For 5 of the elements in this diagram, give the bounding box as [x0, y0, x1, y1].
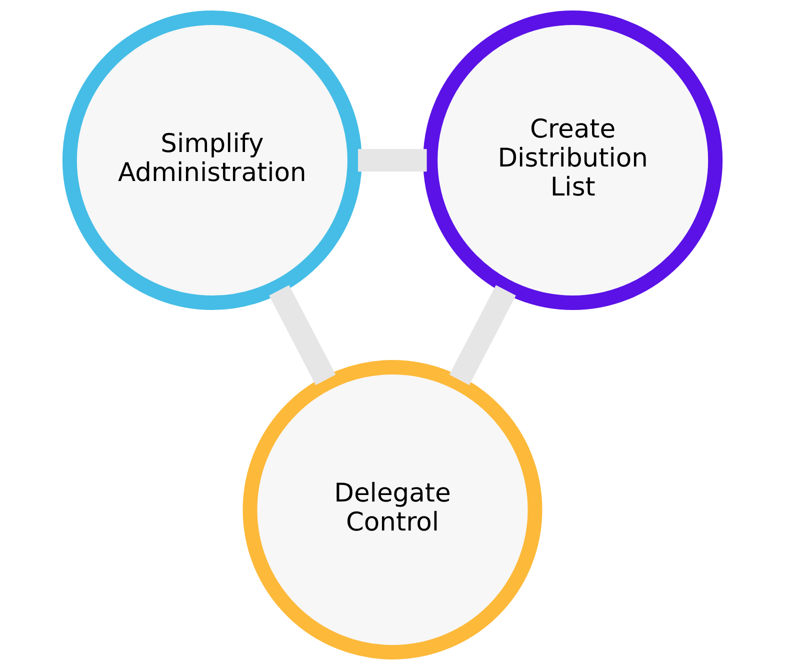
node-circle: Simplify Administration: [62, 10, 362, 310]
node-circle: Delegate Control: [242, 360, 542, 660]
connector: [269, 285, 336, 386]
connector: [449, 285, 516, 386]
node-circle: Create Distribution List: [423, 10, 723, 310]
